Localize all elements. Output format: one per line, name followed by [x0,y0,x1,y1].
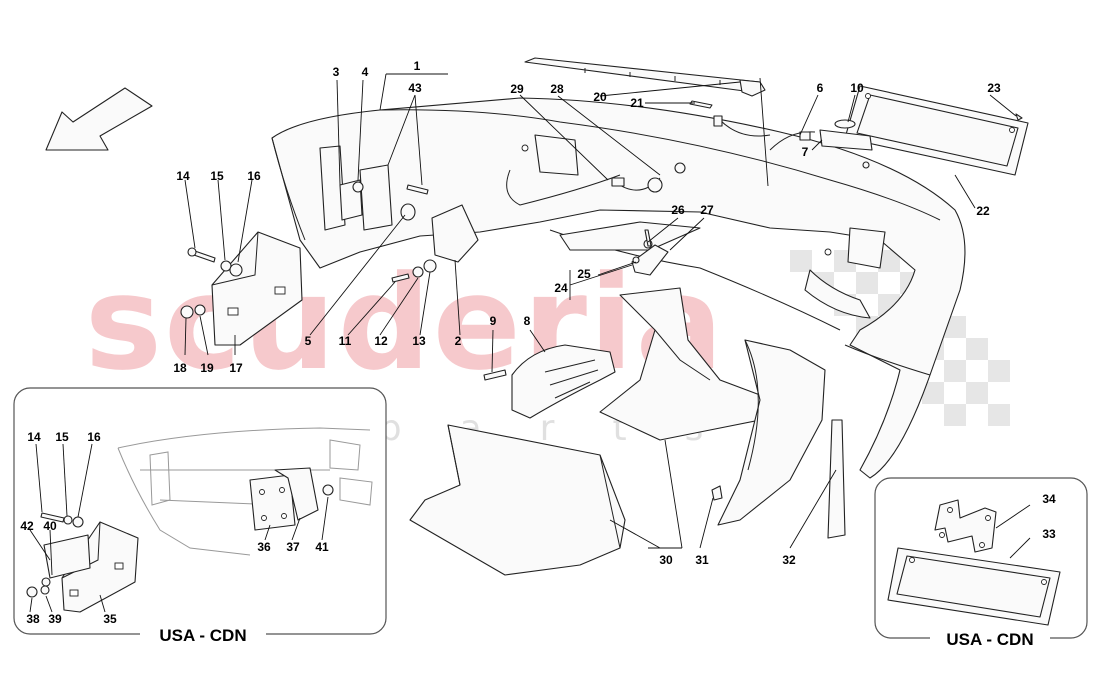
callout: 12 [374,334,388,348]
callout: 10 [850,81,864,95]
callout: 39 [48,612,62,626]
callout: 33 [1042,527,1056,541]
callout: 14 [27,430,41,444]
screw-23 [1015,113,1023,121]
inset-caption: USA - CDN [159,626,246,645]
callout: 15 [210,169,224,183]
washer-16 [229,263,243,277]
callout: 14 [176,169,190,183]
nut-18 [180,305,194,319]
plate-frame-33 [887,547,1061,626]
callout: 41 [315,540,329,554]
callout: 2 [455,334,462,348]
bracket-24 [631,229,669,276]
washer-41 [322,484,334,496]
nut-38 [26,586,38,598]
bolt-14-inset [40,512,65,523]
washer-12 [412,266,424,278]
callout: 43 [408,81,422,95]
callout: 3 [333,65,340,79]
mounting-bracket-2 [431,204,479,263]
callout: 26 [671,203,685,217]
callout: 27 [700,203,714,217]
plate-bracket-34 [934,499,997,553]
washer-40 [41,577,51,587]
bolt-9 [483,369,507,381]
bolt-11 [391,273,410,283]
callout: 28 [550,82,564,96]
callout: 5 [305,334,312,348]
plate-light-assembly [713,115,873,169]
callout: 25 [577,267,591,281]
callout: 11 [339,334,352,348]
callout: 16 [247,169,261,183]
callout: 30 [659,553,673,567]
washer-39 [40,585,50,595]
callout: 8 [524,314,531,328]
seal-strip-32 [827,419,846,539]
callout: 20 [593,90,607,104]
side-bracket-17 [211,231,303,346]
leader-line [759,77,769,187]
callout: 21 [630,96,644,110]
bracket-35 [61,521,139,613]
bolt-1 [406,184,429,195]
washer-16-inset [72,516,84,528]
callout: 16 [87,430,101,444]
callout: 36 [257,540,271,554]
leader-lines [184,73,1017,549]
caption-backdrop [140,624,266,644]
callout: 7 [802,145,809,159]
callout: 18 [173,361,187,375]
washer-19 [194,304,206,316]
inset-usa-cdn-right: USA - CDN 34 33 [874,477,1088,649]
callout: 13 [412,334,426,348]
callout: 38 [26,612,40,626]
bolt-14 [187,247,216,263]
rear-bumper-shell [271,97,966,479]
callout: 23 [987,81,1001,95]
side-panel-right [717,339,826,526]
inset-caption: USA - CDN [946,630,1033,649]
heat-shield-8 [511,344,616,419]
callout: 15 [55,430,69,444]
diffuser-panel-30 [409,424,626,576]
callout-labels: 1 2 3 4 5 6 7 8 9 10 11 12 13 14 15 16 1… [173,59,1001,567]
callout: 19 [200,361,214,375]
caption-backdrop [930,628,1050,648]
screw-31 [711,485,723,501]
callout: 4 [362,65,369,79]
washer-13 [423,259,437,273]
inset-usa-cdn-left: USA - CDN [13,387,387,645]
spacer-block-36 [249,474,296,531]
license-plate-frame [844,85,1029,176]
callout: 24 [554,281,568,295]
bracket-42 [43,534,91,579]
undertray-panel [599,287,771,441]
callout: 22 [976,204,990,218]
callout: 29 [510,82,524,96]
callout: 17 [229,361,243,375]
callout: 35 [103,612,117,626]
callout: 6 [817,81,824,95]
callout: 1 [414,59,421,73]
spacer-block-37 [274,467,319,521]
callout: 31 [695,553,709,567]
callout: 32 [782,553,796,567]
callout: 40 [43,519,57,533]
direction-arrow-icon [45,87,153,151]
watermark-brand: scuderia [85,247,726,399]
callout: 34 [1042,492,1056,506]
callout: 42 [20,519,34,533]
washer-4 [352,181,364,193]
callout: 37 [286,540,300,554]
callout: 9 [490,314,497,328]
washer-15-inset [63,515,73,525]
screw-21 [689,100,713,109]
harness-grommet-28-29 [611,162,686,193]
